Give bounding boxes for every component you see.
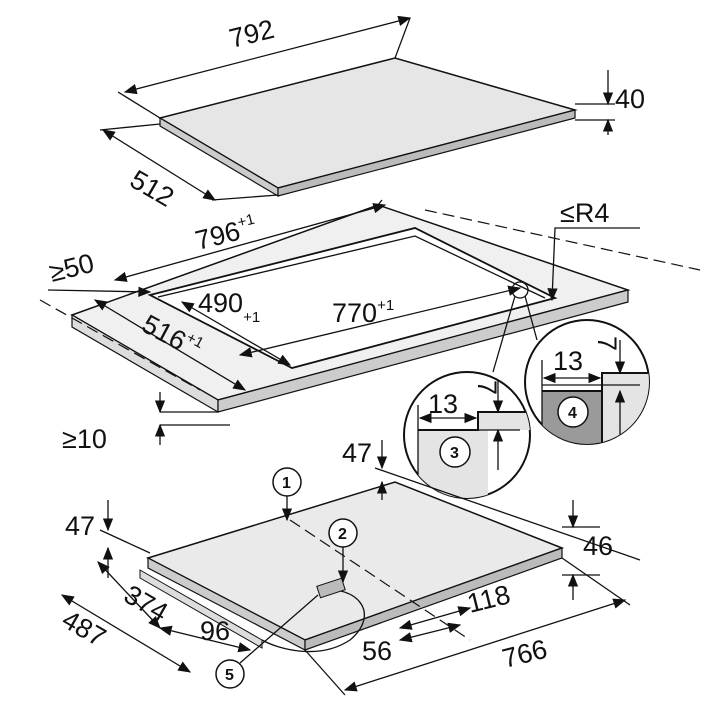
dim-front-clearance: ≥50 xyxy=(46,248,97,288)
callout-1: 1 xyxy=(282,475,291,492)
detail-4-height: 7 xyxy=(592,336,622,351)
detail-4-label: 4 xyxy=(568,405,577,422)
detail-3-height: 7 xyxy=(472,380,502,395)
hob-top-view: 792 512 40 xyxy=(99,14,645,213)
dim-inner-length: 770+1 xyxy=(332,297,394,328)
dim-cutout-length: 796+1 xyxy=(192,211,260,256)
hob-underside-view: 1 2 5 47 47 46 374 487 96 118 xyxy=(57,438,641,696)
dim-height-46: 46 xyxy=(583,531,613,561)
dim-766: 766 xyxy=(499,634,550,674)
dim-56: 56 xyxy=(362,636,392,666)
worktop-cutout-view: 796+1 ≤R4 ≥50 516+1 490+1 770+1 ≥10 xyxy=(39,198,701,454)
detail-3-width: 13 xyxy=(428,389,458,419)
callout-5: 5 xyxy=(225,667,234,684)
dim-height-40: 40 xyxy=(615,84,645,114)
dim-worktop-min: ≥10 xyxy=(62,424,107,454)
detail-circle-4: 13 7 4 xyxy=(524,319,650,445)
callout-2: 2 xyxy=(338,526,347,543)
dim-corner-radius: ≤R4 xyxy=(560,198,609,228)
dim-96: 96 xyxy=(200,616,230,646)
detail-4-width: 13 xyxy=(553,346,583,376)
detail-3-label: 3 xyxy=(450,445,459,462)
dim-back-47: 47 xyxy=(342,438,372,468)
dim-depth-512: 512 xyxy=(125,164,179,213)
dim-487: 487 xyxy=(57,604,111,653)
dim-left-47: 47 xyxy=(65,511,95,541)
detail-circle-3: 13 7 3 xyxy=(403,371,531,499)
dim-width-792: 792 xyxy=(226,14,277,54)
